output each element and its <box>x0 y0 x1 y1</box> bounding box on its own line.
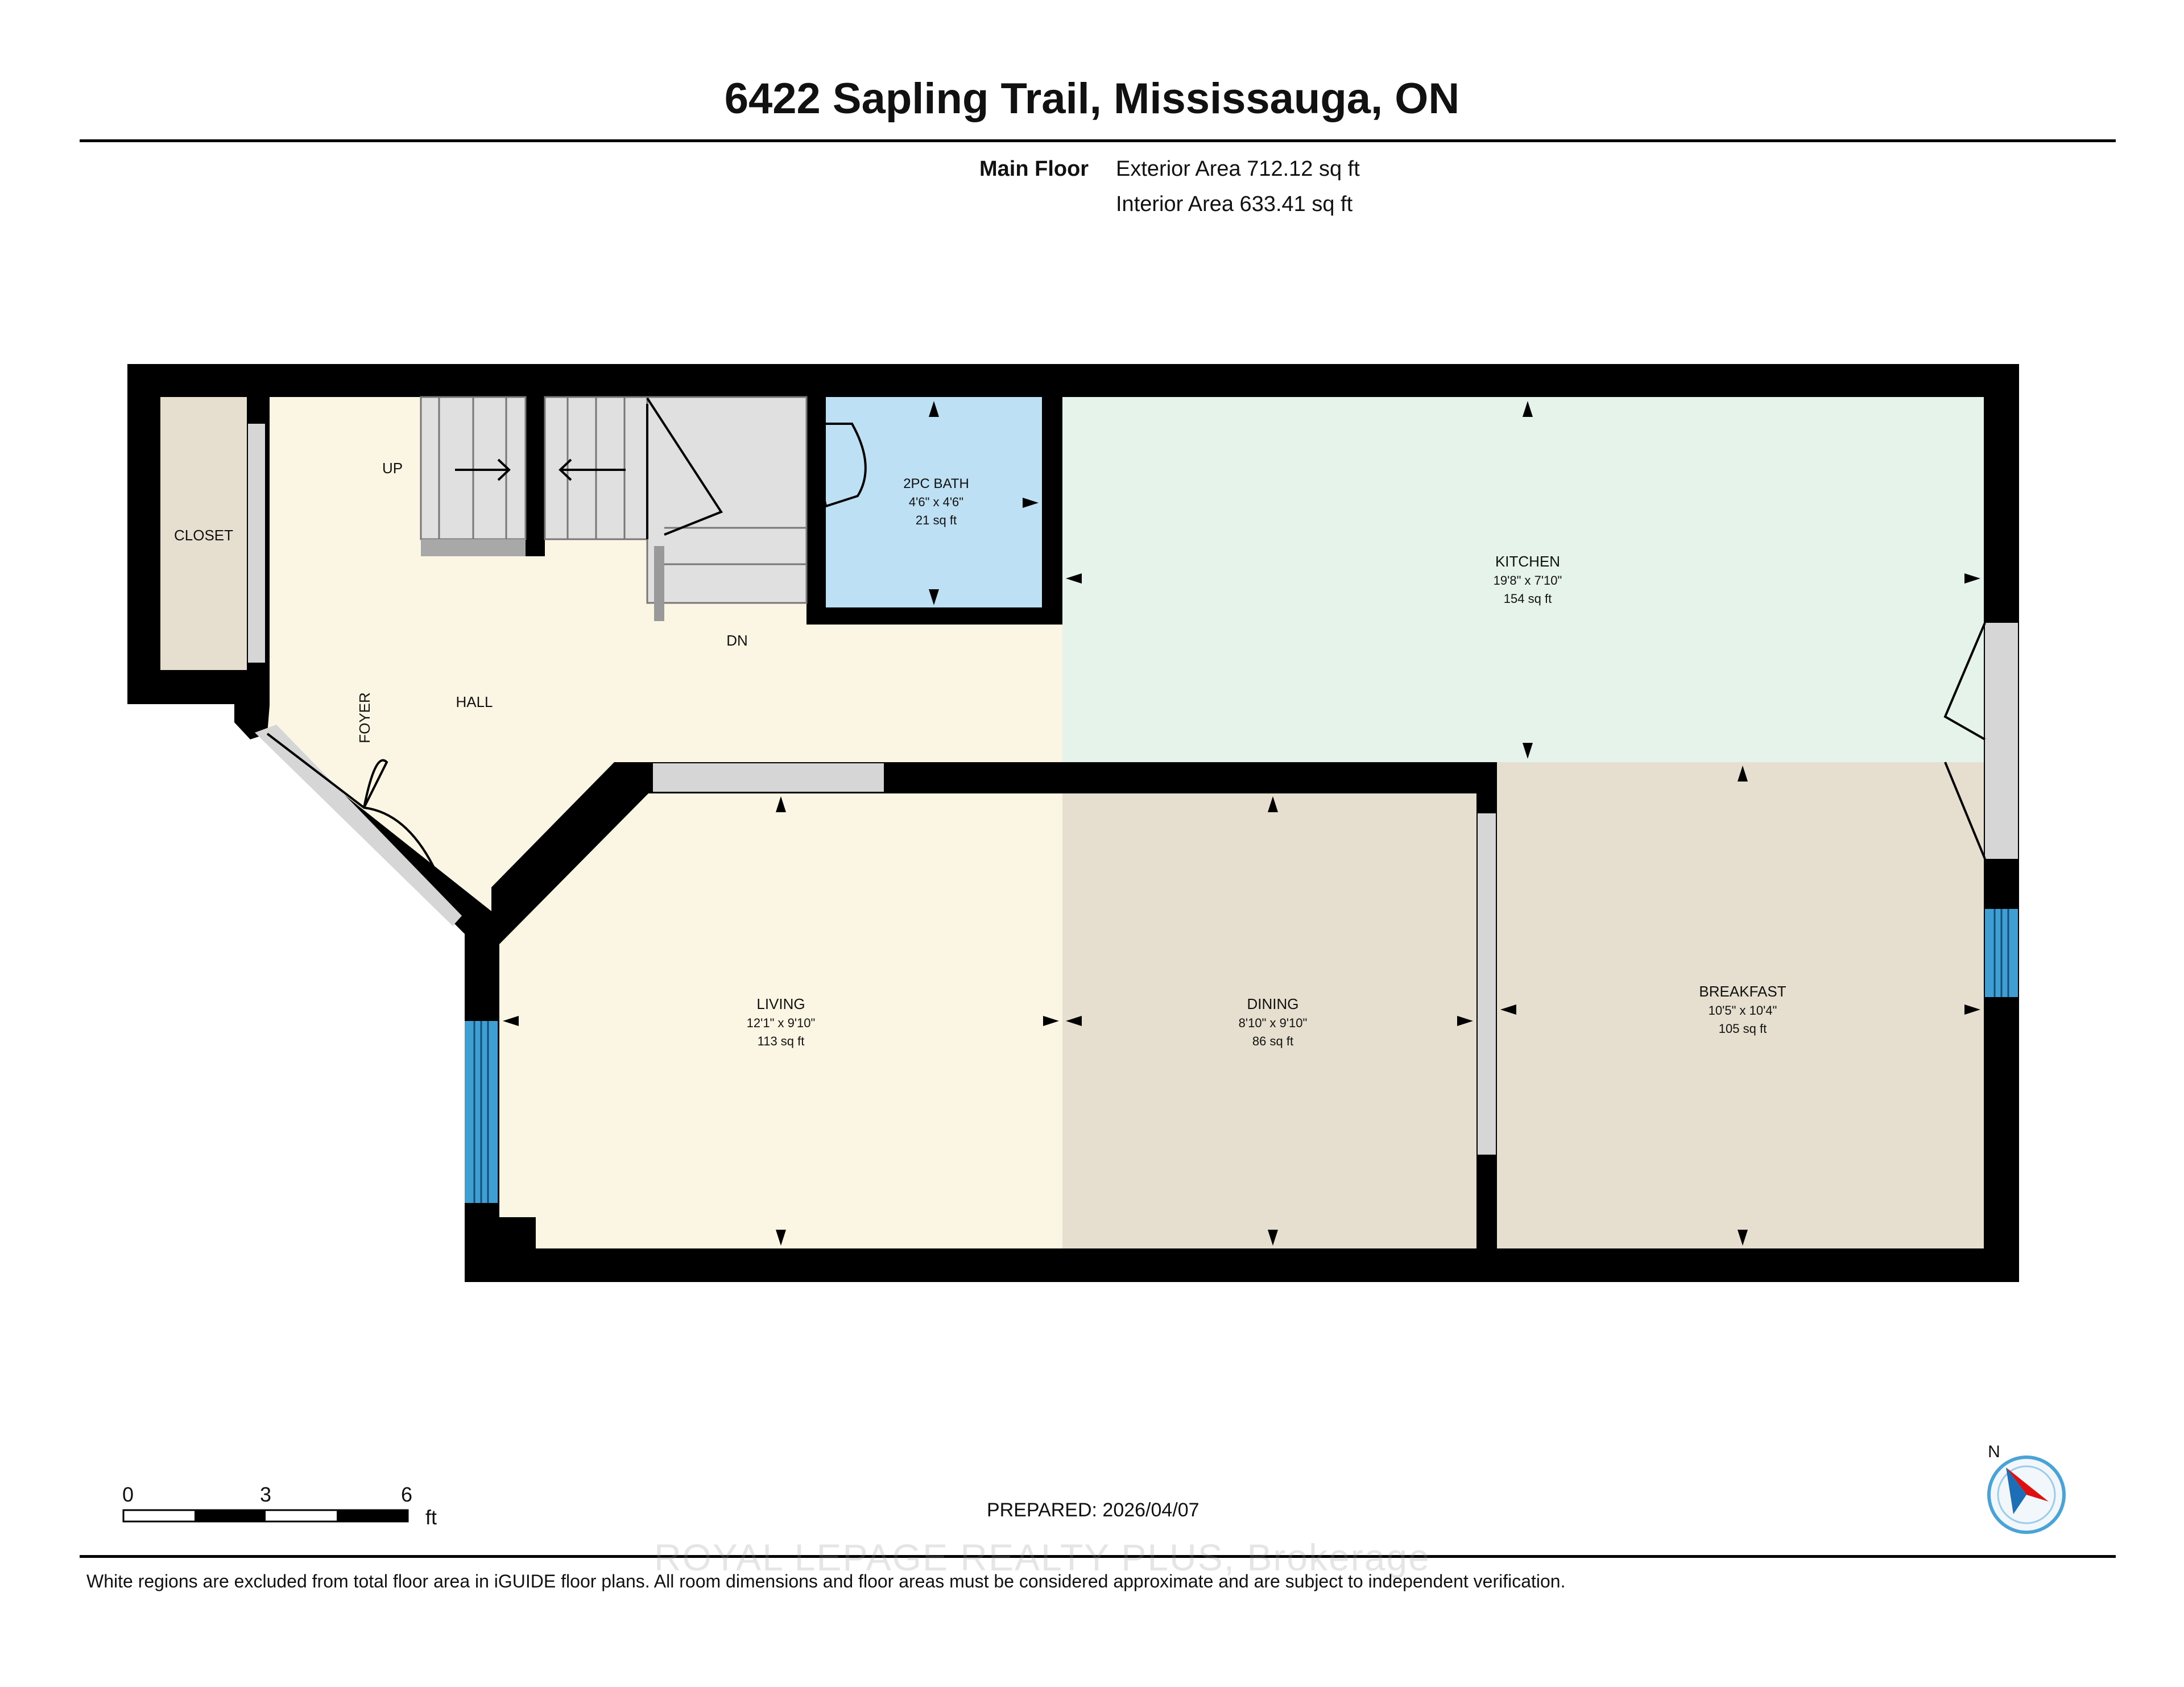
living-name: LIVING <box>756 995 805 1012</box>
kitchen-area-text: 154 sq ft <box>1504 592 1552 606</box>
stairs-down <box>544 396 808 621</box>
wall-living-corner <box>465 1217 536 1251</box>
footer-divider <box>80 1555 2116 1558</box>
scale-label-3: 3 <box>260 1483 271 1506</box>
door-swing-bath <box>807 423 867 508</box>
opening-closet <box>248 424 265 663</box>
page-title: 6422 Sapling Trail, Mississauga, ON <box>724 75 1460 123</box>
dimension-arrows <box>503 401 1980 1246</box>
wall-closet-bottom <box>127 670 267 704</box>
floor-label: Main Floor <box>979 157 1089 181</box>
window-living-lines <box>473 1021 489 1203</box>
bath-area: 21 sq ft <box>916 513 957 527</box>
brokerage-watermark: ROYAL LEPAGE REALTY PLUS, Brokerage <box>654 1536 1430 1578</box>
exterior-area: Exterior Area 712.12 sq ft <box>1116 157 1360 181</box>
scale-bar <box>122 1509 409 1523</box>
living-dims: 12'1" x 9'10" <box>747 1016 816 1030</box>
hall-label: HALL <box>456 693 493 710</box>
living-area <box>499 793 1062 1248</box>
door-right-frame <box>1985 623 2018 859</box>
door-swing-foyer <box>266 733 463 911</box>
stairs-up <box>420 396 527 556</box>
compass-north-label: N <box>1988 1442 2000 1461</box>
dining-area <box>1062 793 1476 1248</box>
bath-area <box>826 397 1042 609</box>
foyer-label: FOYER <box>356 692 373 743</box>
kitchen-name: KITCHEN <box>1495 553 1560 570</box>
scale-label-0: 0 <box>122 1483 134 1506</box>
opening-living-top <box>653 763 884 792</box>
wall-closet-right <box>247 397 267 420</box>
compass-icon <box>1987 1456 2066 1534</box>
breakfast-area <box>1497 762 1984 1248</box>
dining-name: DINING <box>1247 995 1299 1012</box>
breakfast-dims: 10'5" x 10'4" <box>1709 1003 1777 1018</box>
kitchen-dims: 19'8" x 7'10" <box>1494 573 1562 588</box>
kitchen-area <box>1062 397 1984 762</box>
wall-foyer-corner <box>234 704 267 739</box>
interior-area: Interior Area 633.41 sq ft <box>1116 192 1353 216</box>
up-label: UP <box>382 460 403 477</box>
dining-area-text: 86 sq ft <box>1252 1034 1293 1048</box>
disclaimer-text: White regions are excluded from total fl… <box>86 1571 1566 1591</box>
closet-area <box>160 397 247 670</box>
prepared-date: PREPARED: 2026/04/07 <box>987 1499 1199 1521</box>
wall-stair-top <box>524 397 545 556</box>
wall-bath-bottom <box>806 607 1062 625</box>
dining-dims: 8'10" x 9'10" <box>1239 1016 1308 1030</box>
scale-label-6: 6 <box>401 1483 412 1506</box>
wall-bath-left <box>806 397 826 625</box>
opening-dining-breakfast <box>1478 813 1496 1155</box>
bath-name: 2PC BATH <box>903 476 969 491</box>
wall-bath-right <box>1042 397 1062 625</box>
scale-unit: ft <box>425 1506 437 1529</box>
living-area-text: 113 sq ft <box>758 1034 805 1048</box>
closet-label: CLOSET <box>174 527 233 544</box>
breakfast-area-text: 105 sq ft <box>1719 1022 1767 1036</box>
breakfast-name: BREAKFAST <box>1699 983 1786 1000</box>
door-swing-right <box>1943 622 1986 859</box>
header-divider <box>80 139 2116 142</box>
bath-dims: 4'6" x 4'6" <box>909 495 963 509</box>
wall-living-diag <box>491 762 648 944</box>
dn-label: DN <box>726 632 748 649</box>
foyer-cut <box>114 705 465 1282</box>
foyer-entry-wall <box>255 725 462 926</box>
window-breakfast-lines <box>1993 909 2009 997</box>
